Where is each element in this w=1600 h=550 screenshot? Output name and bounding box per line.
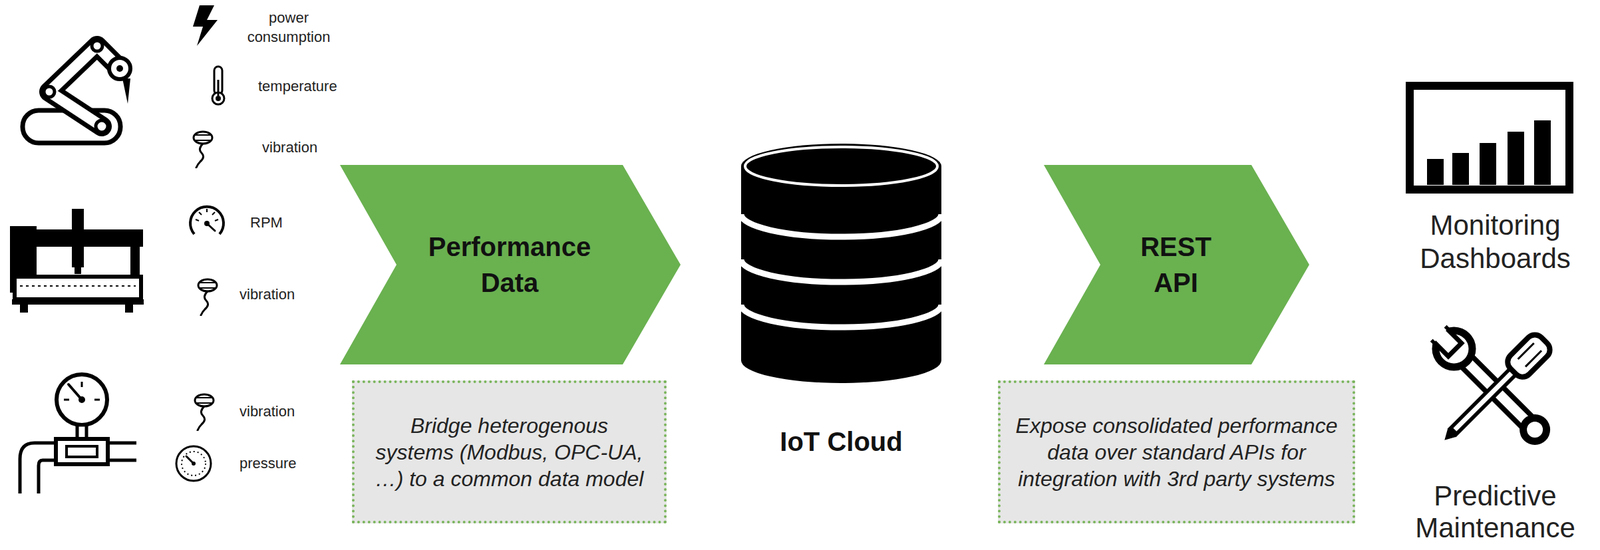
chevron-text-area: Performance Data: [396, 164, 623, 365]
database-icon: [738, 141, 945, 389]
chevron-arrow: Performance Data: [339, 164, 681, 365]
vibration-sensor-icon: [194, 394, 214, 431]
note-text: Bridge heterogenous systems (Modbus, OPC…: [369, 412, 650, 493]
chevron-shape: [339, 164, 681, 365]
vibration-sensor-icon: [193, 131, 213, 168]
dashboard-node: Monitoring Dashboards: [1397, 78, 1594, 285]
sensor-label: pressure: [239, 453, 297, 474]
chevron-text-area: REST API: [1100, 164, 1252, 365]
vibration-sensor-icon: [198, 279, 217, 316]
rpm-gauge-icon: [190, 206, 224, 235]
thermometer-icon: [212, 66, 225, 105]
sensor-label: RPM: [250, 212, 283, 233]
sensor-label: vibration: [239, 401, 295, 422]
robot-arm: [22, 40, 131, 144]
database-cylinder: IoT Cloud: [738, 141, 945, 468]
output-caption: Predictive Maintenance: [1397, 480, 1594, 545]
note-box: Expose consolidated performance data ove…: [997, 380, 1356, 524]
chevron-label: REST API: [1126, 228, 1227, 301]
note-box: Bridge heterogenous systems (Modbus, OPC…: [351, 380, 667, 524]
tools-icon: [1397, 323, 1594, 464]
chevron-shape: [1043, 164, 1310, 365]
output-caption: Monitoring Dashboards: [1397, 208, 1594, 276]
sensor-label: vibration: [239, 284, 295, 305]
chevron-label: Performance Data: [416, 228, 603, 301]
sensor-label: temperature: [258, 76, 338, 96]
cnc-machine: [9, 208, 144, 313]
maintenance-node: Predictive Maintenance: [1397, 323, 1594, 547]
pressure-gauge-icon: [176, 446, 211, 481]
chevron-arrow: REST API: [1043, 164, 1310, 365]
note-text: Expose consolidated performance data ove…: [1015, 412, 1338, 493]
power-icon: [192, 5, 218, 46]
sensor-label: power consumption: [228, 7, 349, 47]
dashboard-icon: [1397, 78, 1594, 199]
sensor-label: vibration: [262, 137, 318, 158]
pump-gauge: [19, 374, 137, 494]
database-label: IoT Cloud: [738, 425, 945, 458]
